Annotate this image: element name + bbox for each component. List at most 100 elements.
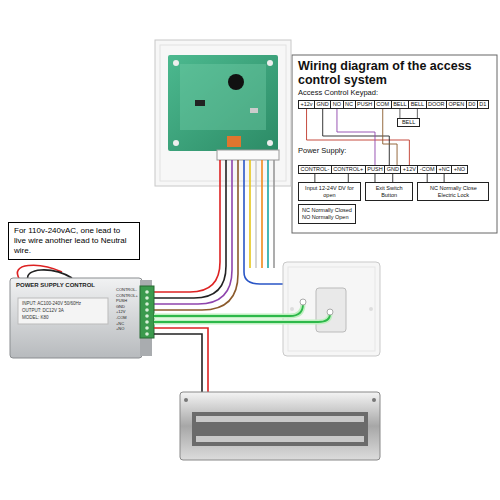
wire-connector <box>348 174 349 182</box>
node-text: COM <box>376 101 389 108</box>
terminal-label: CONTROL+ <box>116 294 138 299</box>
power-supply-unit-part <box>145 302 149 306</box>
device-box: NC Normally Close Electric Lock <box>417 182 489 201</box>
magnetic-lock-part <box>180 392 380 460</box>
ribbon-cable-part <box>154 160 238 310</box>
ribbon-cable-part <box>261 160 263 268</box>
keypad-back-part <box>173 60 179 66</box>
node-text: NO <box>333 101 341 108</box>
terminal-label: CONTROL- <box>116 288 137 293</box>
keypad-back-part <box>250 108 258 113</box>
terminal-cell: CONTROL+ <box>331 165 366 174</box>
magnetic-lock-part <box>192 412 368 446</box>
keypad-back-part <box>217 150 279 160</box>
wire-connector <box>337 109 375 165</box>
exit-button-part <box>316 288 346 332</box>
magnetic-lock-part <box>372 398 376 402</box>
wire-connector <box>314 174 315 182</box>
terminal-cell: -COM <box>417 165 437 174</box>
terminal-cell: PUSH <box>365 165 385 174</box>
node-text: NC <box>345 101 353 108</box>
bell-box: BELL <box>397 118 420 127</box>
node-text: NO Normally Open <box>302 214 352 221</box>
node-text: GND <box>317 101 329 108</box>
device-box: Exit Switch Button <box>365 182 414 201</box>
green-wires <box>154 299 333 322</box>
diagram-panel-part <box>292 55 497 233</box>
magnetic-lock-part <box>184 398 188 402</box>
power-supply-unit-part <box>145 296 149 300</box>
keypad-back-part <box>173 140 179 146</box>
power-supply-unit-part <box>145 332 149 336</box>
device-label: OUTPUT: DC12V 3A <box>22 308 64 313</box>
ribbon-cable <box>154 160 303 310</box>
wire-connector <box>399 109 400 118</box>
node-text: OPEN <box>449 101 465 108</box>
device-label: INPUT: AC100-240V 50/60Hz <box>22 301 81 306</box>
ribbon-cable-part <box>255 160 257 268</box>
keypad-back-part <box>267 60 273 66</box>
terminal-cell: +NO <box>451 165 467 174</box>
terminal-label: GND <box>116 305 125 310</box>
exit-button-part <box>369 307 373 311</box>
exit-button <box>283 262 380 356</box>
keypad-back-part <box>155 40 291 186</box>
wire-connector <box>307 109 410 165</box>
terminal-cell: OPEN <box>446 100 467 109</box>
exit-button-part <box>290 307 294 311</box>
wire-connector <box>374 174 375 182</box>
exit-button-part <box>283 262 380 356</box>
node-text: NC Normally Closed <box>302 207 352 214</box>
terminal-cell: GND <box>314 100 331 109</box>
callout-box: For 110v-240vAC, one lead to live wire a… <box>8 222 140 260</box>
section-label: Access Control Keypad: <box>298 89 378 98</box>
ribbon-cable-part <box>154 160 232 304</box>
keypad-back-part <box>228 74 244 90</box>
node-text: D0 <box>468 101 475 108</box>
section-label: Power Supply: <box>298 147 346 156</box>
terminal-cell: NO <box>330 100 343 109</box>
wire-connector <box>427 174 428 182</box>
lock-wires-part <box>154 334 202 392</box>
power-supply-unit <box>10 265 154 358</box>
power-supply-unit-part <box>145 320 149 324</box>
power-supply-unit-part <box>10 278 142 358</box>
terminal-label: +NO <box>116 327 124 332</box>
keypad-back-part <box>168 55 278 151</box>
diagram-title: Wiring diagram of the access control sys… <box>298 59 478 87</box>
node-text: For 110v-240vAC, one lead to live wire a… <box>14 226 134 256</box>
terminal-cell: BELL <box>408 100 426 109</box>
green-wires-part <box>327 309 333 315</box>
node-text: PUSH <box>367 166 382 173</box>
diagram-panel <box>292 55 497 233</box>
ribbon-cable-part <box>154 160 220 292</box>
node-text: +12v <box>301 101 313 108</box>
power-supply-unit-part <box>145 308 149 312</box>
node-text: -COM <box>420 166 435 173</box>
device-label: MODEL: K80 <box>22 315 49 320</box>
green-wires-part <box>154 304 303 316</box>
wire-connector <box>383 109 397 165</box>
green-wires-part <box>154 304 303 316</box>
node-text: +NC <box>439 166 450 173</box>
terminal-label: +NC <box>116 322 124 327</box>
terminal-cell: PUSH <box>355 100 375 109</box>
node-text: GND <box>387 166 399 173</box>
keypad-back <box>155 40 291 186</box>
terminal-label: PUSH <box>116 299 127 304</box>
keypad-back-part <box>180 64 266 130</box>
node-text: CONTROL- <box>301 166 330 173</box>
power-supply-unit-part <box>145 290 149 294</box>
node-text: NC Normally Close Electric Lock <box>420 185 486 199</box>
magnetic-lock-part <box>196 416 364 422</box>
ribbon-cable-part <box>273 160 275 268</box>
wire-connector <box>392 174 393 182</box>
power-supply-unit-part <box>140 286 154 338</box>
node-text: BELL <box>402 119 415 126</box>
terminal-cell: GND <box>384 165 401 174</box>
lock-wires-part <box>154 328 208 392</box>
ribbon-cable-part <box>249 160 251 268</box>
keypad-back-part <box>227 136 241 147</box>
device-box: Input 12-24V DV for open <box>298 182 361 201</box>
